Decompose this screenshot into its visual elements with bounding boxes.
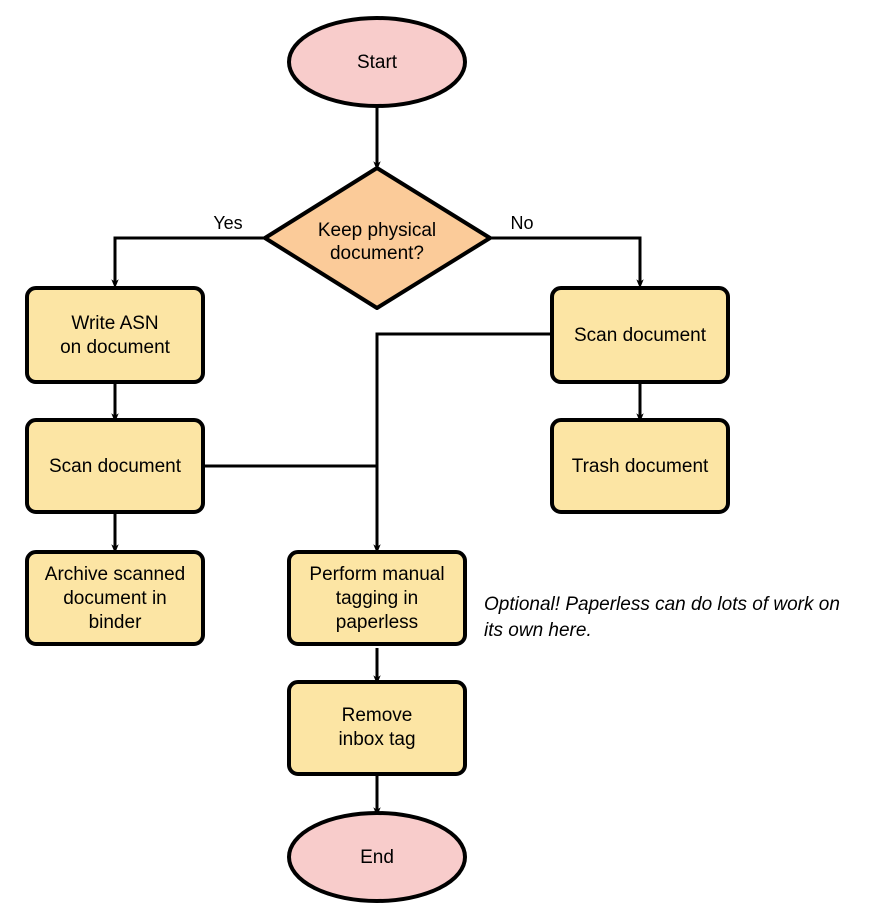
node-decision-keep-physical-document[interactable]: Keep physical document? (263, 166, 492, 310)
node-write-asn-on-document[interactable]: Write ASN on document (25, 286, 205, 384)
start-label: Start (357, 52, 398, 73)
edge-label-no: No (510, 213, 533, 233)
start-ellipse (287, 16, 467, 108)
edge-decision-no-to-scan-right (490, 236, 644, 289)
tagging-label-line2: tagging in (336, 588, 418, 609)
remove-inbox-label-line1: Remove (342, 705, 413, 726)
decision-label-line1: Keep physical (318, 220, 436, 241)
scan-document-right-label: Scan document (574, 325, 707, 346)
decision-diamond (263, 166, 492, 310)
tagging-label-line3: paperless (336, 612, 418, 633)
write-asn-box (25, 286, 205, 384)
scan-document-right-box (550, 286, 730, 384)
node-perform-manual-tagging[interactable]: Perform manual tagging in paperless (287, 550, 467, 646)
edge-decision-yes-to-write-asn (111, 236, 265, 289)
archive-box (25, 550, 205, 646)
edge-label-yes: Yes (213, 213, 242, 233)
archive-label-line1: Archive scanned (45, 564, 185, 585)
node-scan-document-left[interactable]: Scan document (25, 418, 205, 514)
tagging-label-line1: Perform manual (309, 564, 444, 585)
node-start[interactable]: Start (287, 16, 467, 108)
tagging-box (287, 550, 467, 646)
node-remove-inbox-tag[interactable]: Remove inbox tag (287, 680, 467, 776)
edge-scan-right-to-tagging (373, 332, 552, 554)
node-scan-document-right[interactable]: Scan document (550, 286, 730, 384)
scan-document-left-label: Scan document (49, 456, 182, 477)
node-end[interactable]: End (287, 811, 467, 903)
remove-inbox-label-line2: inbox tag (338, 729, 415, 750)
trash-document-label: Trash document (572, 456, 709, 477)
node-archive-scanned-document[interactable]: Archive scanned document in binder (25, 550, 205, 646)
trash-document-box (550, 418, 730, 514)
annotation-optional-paperless: Optional! Paperless can do lots of work … (484, 594, 840, 641)
remove-inbox-tag-box (287, 680, 467, 776)
scan-document-left-box (25, 418, 205, 514)
end-ellipse (287, 811, 467, 903)
write-asn-label-line2: on document (60, 337, 171, 358)
write-asn-label-line1: Write ASN (71, 313, 158, 334)
decision-label-line2: document? (330, 243, 424, 264)
annotation-line2: its own here. (484, 620, 592, 641)
node-trash-document[interactable]: Trash document (550, 418, 730, 514)
annotation-line1: Optional! Paperless can do lots of work … (484, 594, 840, 615)
archive-label-line2: document in (63, 588, 167, 609)
end-label: End (360, 847, 394, 868)
archive-label-line3: binder (89, 612, 142, 633)
